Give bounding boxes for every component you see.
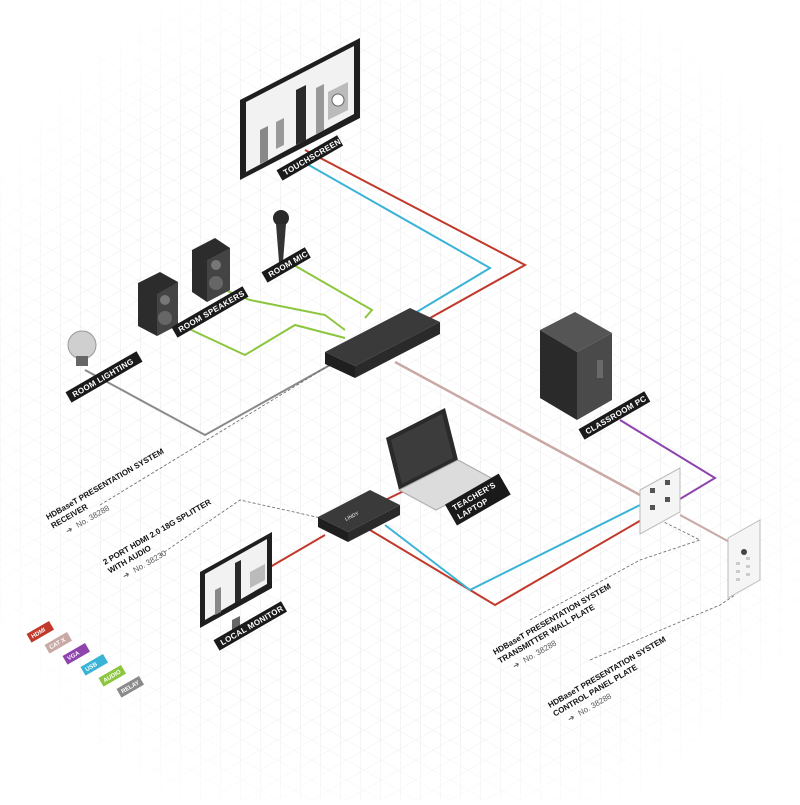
cable-catx-receiver [394, 360, 641, 497]
splitter-arrow-icon: ➔ [121, 569, 132, 580]
legend-item-usb: USB [80, 653, 109, 676]
speaker-2 [138, 272, 178, 336]
controlplate-arrow-icon: ➔ [566, 712, 577, 723]
legend-swatch [44, 631, 73, 654]
control-plate-device [727, 519, 761, 599]
lightbulb-device [67, 330, 97, 366]
speaker-1 [192, 238, 230, 302]
cables [84, 149, 736, 607]
cable-audio-speaker-2 [169, 319, 346, 357]
cable-usb-laptop-wall [384, 504, 641, 592]
laptop-device [386, 408, 497, 511]
cable-vga-pc [619, 419, 717, 506]
wallplate-arrow-icon: ➔ [511, 659, 522, 670]
cable-hdmi-splitter-wall [369, 514, 651, 607]
legend-swatch [116, 675, 145, 698]
cable-audio-mic [284, 259, 374, 319]
legend-label: USB [85, 661, 100, 673]
legend-swatch [62, 642, 91, 665]
cable-catx-control [679, 514, 736, 546]
legend-swatch [80, 653, 109, 676]
receiver-device [325, 308, 440, 378]
splitter-device: LINDY [318, 490, 400, 542]
cable-hdmi-monitor [264, 534, 326, 571]
touchscreen-device [240, 38, 360, 180]
cable-hdmi-touchscreen [304, 149, 528, 333]
leader-lines [99, 364, 736, 661]
classroom-pc-device [540, 312, 612, 420]
receiver-arrow-icon: ➔ [64, 524, 75, 535]
legend-swatch [98, 664, 127, 687]
mic-device [273, 210, 289, 262]
wall-plate-device [639, 467, 681, 535]
legend-swatch [26, 620, 55, 643]
cable-usb-touchscreen [299, 159, 492, 326]
cable-relay-lighting [84, 364, 331, 437]
